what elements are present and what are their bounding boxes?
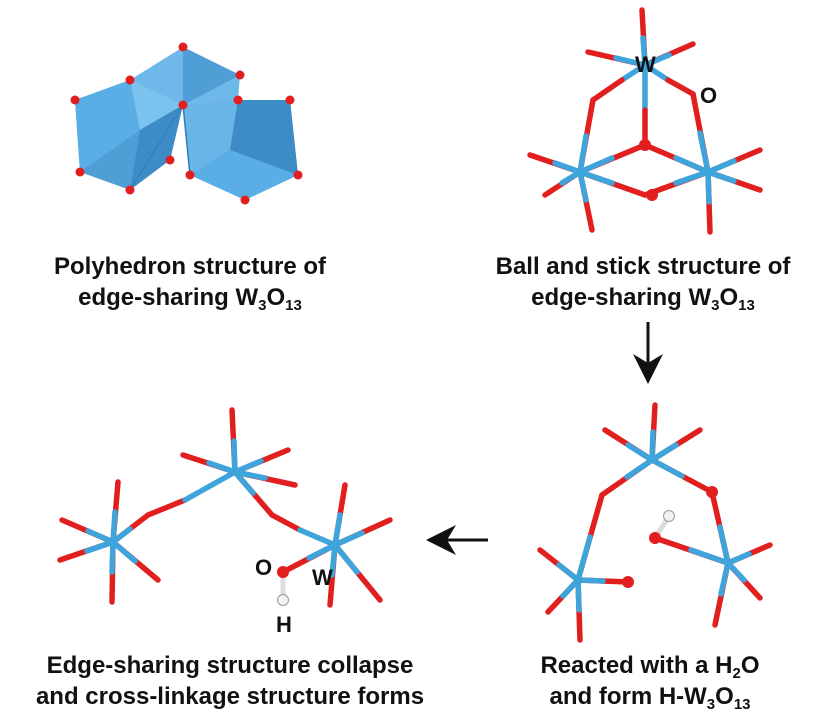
caption-ball-stick-line1: Ball and stick structure of <box>495 253 791 280</box>
caption-ball-stick: Ball and stick structure of edge-sharing… <box>478 251 808 313</box>
ball-stick-model: W O <box>527 7 763 235</box>
caption-collapse-line1: Edge-sharing structure collapse <box>46 652 414 679</box>
caption-reacted-line1: Reacted with a H2O <box>540 652 760 682</box>
label-o-bottom: O <box>255 555 272 580</box>
caption-collapse: Edge-sharing structure collapse and cros… <box>0 650 460 712</box>
caption-polyhedron-line2: edge-sharing W3O13 <box>78 284 302 314</box>
label-h-bottom: H <box>276 612 292 637</box>
cross-linked-model: O W H <box>57 407 393 637</box>
caption-reacted: Reacted with a H2O and form H-W3O13 <box>500 650 800 712</box>
caption-polyhedron: Polyhedron structure of edge-sharing W3O… <box>40 251 340 313</box>
label-w-bottom: W <box>312 565 333 590</box>
polyhedron-model <box>70 42 303 205</box>
caption-ball-stick-line2: edge-sharing W3O13 <box>531 284 755 314</box>
caption-polyhedron-line1: Polyhedron structure of <box>53 253 327 280</box>
label-o-top: O <box>700 83 717 108</box>
h-w3o13-model <box>537 402 773 643</box>
caption-reacted-line2: and form H-W3O13 <box>549 683 751 713</box>
caption-collapse-line2: and cross-linkage structure forms <box>35 683 425 710</box>
label-w-top: W <box>635 52 656 77</box>
